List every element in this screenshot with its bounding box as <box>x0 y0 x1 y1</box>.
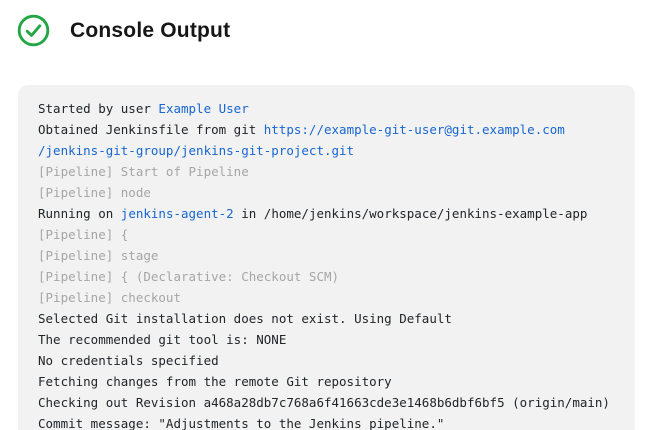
console-line: Fetching changes from the remote Git rep… <box>38 371 617 392</box>
console-line: [Pipeline] Start of Pipeline <box>38 161 617 182</box>
console-line: [Pipeline] stage <box>38 245 617 266</box>
console-line: [Pipeline] { <box>38 224 617 245</box>
agent-link[interactable]: jenkins-agent-2 <box>120 206 234 221</box>
console-text: No credentials specified <box>38 353 219 368</box>
console-text: Started by user <box>38 101 159 116</box>
console-line: Commit message: "Adjustments to the Jenk… <box>38 413 617 430</box>
console-text: Fetching changes from the remote Git rep… <box>38 374 392 389</box>
page-header: Console Output <box>17 14 230 47</box>
console-text: Obtained Jenkinsfile from git <box>38 122 264 137</box>
console-text: [Pipeline] stage <box>38 248 159 263</box>
console-text: The recommended git tool is: NONE <box>38 332 287 347</box>
console-text: Running on <box>38 206 121 221</box>
console-line: Started by user Example User <box>38 98 617 119</box>
repo-url-link[interactable]: https://example-git-user@git.example.com <box>263 122 565 137</box>
console-text: [Pipeline] checkout <box>38 290 181 305</box>
console-text: [Pipeline] Start of Pipeline <box>38 164 249 179</box>
console-line: [Pipeline] checkout <box>38 287 617 308</box>
repo-url-link-continued[interactable]: /jenkins-git-group/jenkins-git-project.g… <box>38 143 355 158</box>
console-text: [Pipeline] { (Declarative: Checkout SCM) <box>38 269 340 284</box>
console-line: /jenkins-git-group/jenkins-git-project.g… <box>38 140 617 161</box>
console-text: Commit message: "Adjustments to the Jenk… <box>38 416 445 430</box>
console-line: No credentials specified <box>38 350 617 371</box>
console-line: [Pipeline] { (Declarative: Checkout SCM) <box>38 266 617 287</box>
page-title: Console Output <box>70 18 231 42</box>
console-text: [Pipeline] { <box>38 227 129 242</box>
console-text: [Pipeline] node <box>38 185 151 200</box>
console-line: Obtained Jenkinsfile from git https://ex… <box>38 119 617 140</box>
console-text: Selected Git installation does not exist… <box>38 311 452 326</box>
console-line: Running on jenkins-agent-2 in /home/jenk… <box>38 203 617 224</box>
console-text: in /home/jenkins/workspace/jenkins-examp… <box>233 206 588 221</box>
user-link[interactable]: Example User <box>158 101 249 116</box>
console-line: The recommended git tool is: NONE <box>38 329 617 350</box>
console-line: Checking out Revision a468a28db7c768a6f4… <box>38 392 617 413</box>
console-line: [Pipeline] node <box>38 182 617 203</box>
console-text: Checking out Revision a468a28db7c768a6f4… <box>38 395 610 410</box>
check-circle-icon <box>17 14 50 47</box>
console-line: Selected Git installation does not exist… <box>38 308 617 329</box>
